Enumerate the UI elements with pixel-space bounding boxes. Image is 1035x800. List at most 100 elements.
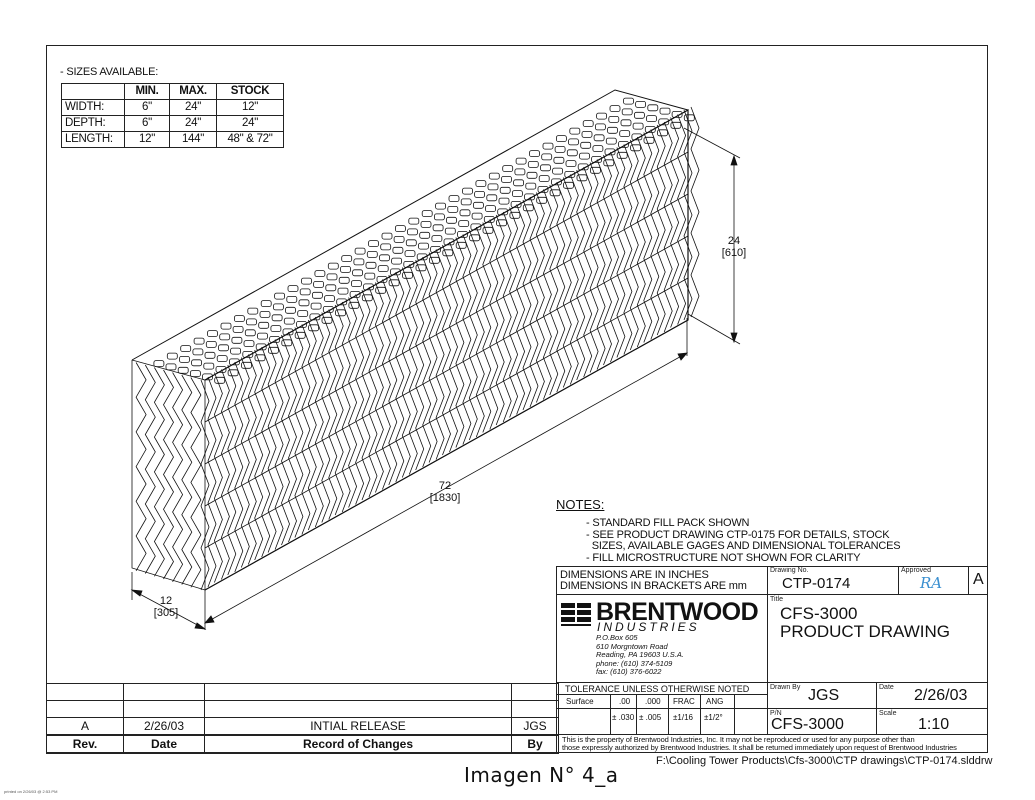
- honeycomb-cell: [576, 174, 588, 182]
- sizes-header-min: MIN.: [124, 83, 170, 100]
- arrowhead: [730, 154, 738, 166]
- honeycomb-cell: [551, 178, 562, 186]
- revision-header-row: Rev. Date Record of Changes By: [46, 734, 559, 754]
- honeycomb-cell: [308, 324, 320, 332]
- rule: [767, 566, 768, 734]
- rule: [876, 682, 877, 734]
- revision-cell: 2/26/03: [123, 717, 205, 736]
- width-dimension-line: [133, 590, 204, 629]
- company-subtitle: INDUSTRIES: [597, 620, 700, 634]
- fill-sheet-edge: [355, 294, 365, 505]
- honeycomb-cell: [297, 310, 309, 318]
- honeycomb-cell: [207, 330, 218, 338]
- honeycomb-cell: [336, 298, 348, 306]
- fill-sheet-edge: [435, 249, 445, 460]
- revision-cell: [123, 700, 205, 718]
- honeycomb-cell: [458, 220, 470, 228]
- honeycomb-cell: [218, 344, 229, 352]
- honeycomb-cell: [485, 205, 496, 213]
- end-face-corrugation: [190, 377, 202, 588]
- address-line: phone: (610) 374-5109: [596, 658, 673, 668]
- honeycomb-cell: [408, 217, 420, 225]
- sizes-row-length: LENGTH: 12" 144" 48" & 72": [61, 131, 284, 148]
- honeycomb-cell: [541, 153, 553, 161]
- image-caption: Imagen N° 4_a: [464, 763, 619, 787]
- fill-sheet-edge: [234, 361, 244, 573]
- fill-sheet-edge: [281, 334, 290, 546]
- honeycomb-cell: [267, 346, 279, 354]
- rule: [668, 694, 669, 734]
- tol-value-2dp: ± .030: [612, 713, 635, 722]
- honeycomb-cell: [554, 145, 566, 153]
- honeycomb-cell: [549, 189, 561, 197]
- fill-sheet-edge: [502, 211, 512, 423]
- extension-line: [687, 313, 741, 345]
- title-line-1: CFS-3000: [780, 604, 858, 623]
- tol-value-frac: ±1/16: [673, 713, 693, 722]
- honeycomb-cell: [361, 294, 373, 302]
- revision-cell: [123, 683, 205, 701]
- honeycomb-cell: [419, 231, 431, 239]
- tolerance-title: TOLERANCE UNLESS OTHERWISE NOTED: [565, 684, 750, 694]
- honeycomb-cell: [313, 280, 325, 288]
- fill-sheet-edge: [583, 166, 593, 378]
- honeycomb-cell: [380, 243, 392, 251]
- rule: [610, 694, 611, 734]
- honeycomb-cell: [389, 268, 401, 276]
- honeycomb-cell: [363, 283, 374, 291]
- honeycomb-cell: [327, 262, 339, 270]
- sizes-cell: 48" & 72": [216, 131, 284, 148]
- honeycomb-cell: [475, 180, 487, 188]
- fill-sheet-edge: [314, 316, 324, 528]
- printed-timestamp: printed on 2/26/03 @ 2:53 PM: [4, 789, 58, 794]
- honeycomb-cell: [166, 352, 178, 360]
- honeycomb-cell: [192, 348, 204, 356]
- honeycomb-cell: [525, 182, 537, 190]
- honeycomb-cell: [646, 115, 657, 122]
- end-face-corrugation: [144, 364, 156, 574]
- honeycomb-cell: [605, 137, 617, 145]
- honeycomb-cell: [501, 175, 512, 183]
- honeycomb-cell: [340, 265, 351, 273]
- height-value: 24: [727, 235, 741, 247]
- honeycomb-cell: [435, 202, 447, 210]
- fill-sheet-edge: [388, 274, 398, 486]
- pn-label: P/N: [770, 710, 782, 717]
- fill-sheet-edge: [495, 214, 505, 426]
- honeycomb-cell: [392, 246, 404, 254]
- honeycomb-cell: [247, 307, 259, 315]
- honeycomb-cell: [310, 302, 322, 310]
- honeycomb-cell: [227, 369, 239, 377]
- honeycomb-cell: [255, 343, 267, 351]
- honeycomb-cell: [469, 234, 481, 242]
- honeycomb-cell: [483, 215, 495, 223]
- honeycomb-cell: [376, 275, 388, 283]
- honeycomb-cell: [442, 249, 454, 257]
- company-address: P.O.Box 605 610 Morgntown Road Reading, …: [596, 633, 684, 677]
- honeycomb-cell: [527, 160, 539, 168]
- revision-cell: [511, 700, 559, 718]
- honeycomb-cell: [670, 121, 682, 129]
- honeycomb-cell: [165, 363, 177, 371]
- fill-sheet-edge: [556, 181, 566, 393]
- fill-sheet-edge: [401, 267, 411, 478]
- fill-sheet-edge: [254, 349, 264, 561]
- fill-sheet-edge: [576, 169, 586, 381]
- honeycomb-cell: [604, 148, 616, 156]
- honeycomb-cell: [394, 225, 406, 233]
- honeycomb-cell: [579, 152, 590, 160]
- honeycomb-cell: [462, 187, 473, 195]
- honeycomb-cell: [447, 205, 459, 213]
- honeycomb-cell: [282, 328, 294, 336]
- honeycomb-cell: [354, 247, 366, 255]
- revision-cell: [204, 683, 512, 701]
- honeycomb-cell: [269, 335, 281, 343]
- honeycomb-cell: [515, 157, 527, 165]
- fill-sheet-edge: [455, 237, 465, 448]
- fill-sheet-edge: [341, 301, 351, 513]
- fill-sheet-edge: [522, 199, 532, 411]
- honeycomb-cell: [219, 333, 231, 341]
- honeycomb-cell: [214, 376, 226, 384]
- honeycomb-cell: [524, 193, 535, 201]
- honeycomb-cell: [643, 136, 655, 144]
